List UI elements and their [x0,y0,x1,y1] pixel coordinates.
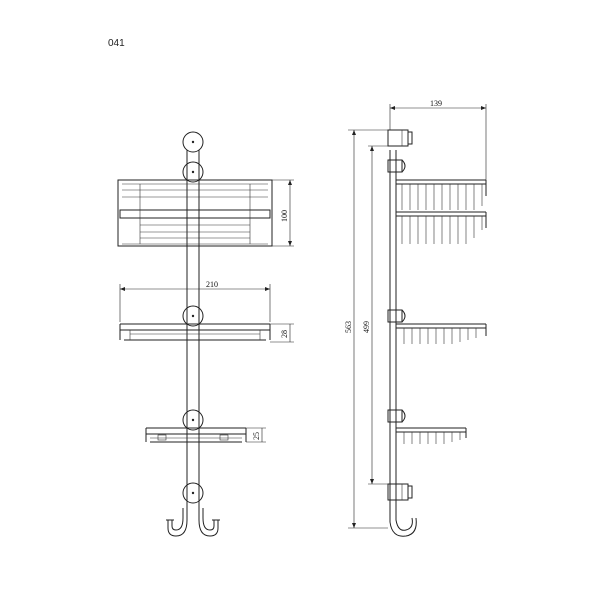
dim-front-middle-height: 28 [270,323,294,343]
product-code: 041 [108,38,125,49]
side-hook [389,508,417,537]
side-view: 139 563 499 [344,99,487,537]
front-top-basket [117,179,273,247]
dim-label-25: 25 [252,432,261,440]
front-mount-top [182,131,204,153]
front-hooks [166,508,220,537]
front-view: 100 210 28 25 [117,131,294,537]
dim-side-total: 563 [344,129,388,529]
dim-label-28: 28 [280,330,289,338]
dim-label-210: 210 [206,280,218,289]
dim-label-563: 563 [344,321,353,333]
front-mount-4 [182,409,204,431]
side-mount-4 [387,409,406,423]
dim-label-139: 139 [430,99,442,108]
dim-front-middle-width: 210 [119,280,271,322]
side-middle-basket [396,323,487,344]
side-mount-2 [387,159,406,173]
dim-front-top-height: 100 [272,179,294,247]
side-top-basket [396,179,487,244]
front-bottom-basket [145,427,247,443]
dim-side-depth: 139 [389,99,487,180]
side-mount-bottom [387,483,413,501]
dim-side-mount: 499 [362,145,388,485]
dim-front-bottom-height: 25 [246,427,266,443]
front-mount-3 [182,305,204,327]
dim-label-499: 499 [362,321,371,333]
front-mount-2 [182,161,204,183]
side-mount-3 [387,309,406,323]
side-mount-top [387,129,413,147]
side-bottom-basket [396,427,467,444]
dim-label-100: 100 [280,210,289,222]
front-middle-basket [119,323,271,341]
front-mount-bottom [182,482,204,504]
